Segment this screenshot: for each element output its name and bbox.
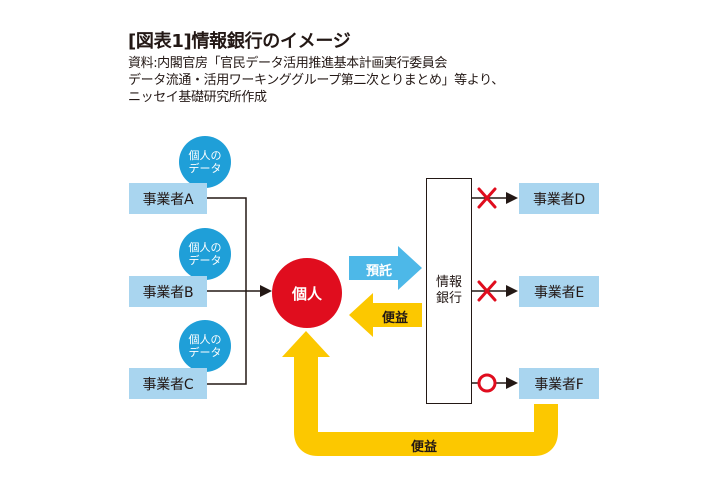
bottom-benefit-arrowhead <box>282 331 330 357</box>
bank-label-line1: 情報 <box>435 275 462 290</box>
data-bubble-label: 個人の <box>188 149 222 162</box>
bank-to-e-arrowhead <box>506 285 518 297</box>
bottom-benefit-arrow <box>294 355 558 456</box>
bottom-benefit-label: 便益 <box>411 440 438 455</box>
source-line-3: ニッセイ基礎研究所作成 <box>128 90 267 105</box>
operator-b-box: 事業者B <box>129 276 207 307</box>
operator-d-box: 事業者D <box>519 183 599 214</box>
bank-label-line2: 銀行 <box>435 291 462 306</box>
source-line-2: データ流通・活用ワーキンググループ第二次とりまとめ」等より、 <box>128 73 504 88</box>
operator-a-box: 事業者A <box>129 183 207 214</box>
operator-to-person-arrowhead <box>260 285 272 297</box>
data-bubble-c: 個人の データ <box>179 320 231 372</box>
operator-e-box: 事業者E <box>519 276 599 307</box>
bank-to-d-arrowhead <box>506 192 518 204</box>
circle-mark-f <box>477 373 497 393</box>
data-bubble-label: 個人の <box>188 241 222 254</box>
data-bubble-label: データ <box>188 346 222 359</box>
person-node: 個人 <box>272 258 342 328</box>
data-bubble-label: データ <box>188 254 222 267</box>
entrust-arrow <box>349 246 422 290</box>
data-bubble-label: データ <box>188 162 222 175</box>
data-bubble-a: 個人の データ <box>179 136 231 188</box>
operator-c-box: 事業者C <box>129 368 207 399</box>
figure-title: [図表1]情報銀行のイメージ <box>128 31 351 52</box>
benefit-arrow <box>349 293 422 337</box>
bank-to-f-arrowhead <box>506 377 518 389</box>
entrust-label: 預託 <box>366 264 393 279</box>
cross-mark-e <box>477 280 497 302</box>
information-bank-box: 情報 銀行 <box>426 178 472 404</box>
cross-mark-d <box>477 187 497 209</box>
source-line-1: 資料:内閣官房「官民データ活用推進基本計画実行委員会 <box>128 56 447 71</box>
operator-f-box: 事業者F <box>519 368 599 399</box>
data-bubble-label: 個人の <box>188 333 222 346</box>
benefit-label: 便益 <box>382 311 409 326</box>
data-bubble-b: 個人の データ <box>179 228 231 280</box>
